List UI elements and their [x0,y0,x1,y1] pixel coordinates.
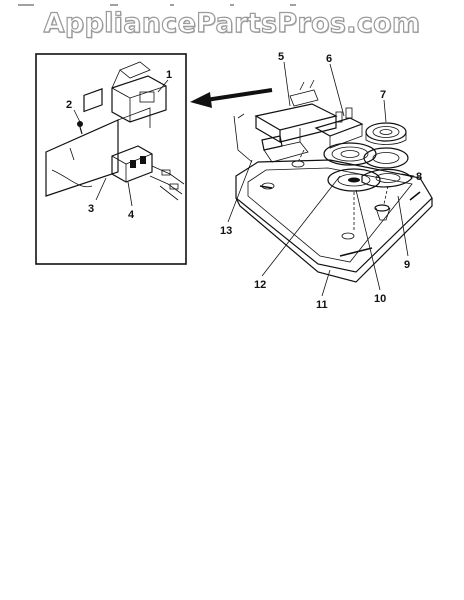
callout-labels: 1 2 3 4 5 6 7 8 9 10 11 12 13 [66,51,422,311]
drip-pan-10 [327,168,381,192]
callout-11: 11 [316,299,328,311]
detail-arrow [190,88,273,108]
callout-5: 5 [278,51,284,63]
terminal-block-13 [233,113,283,163]
inset-part-1-switch [111,61,167,123]
callout-9: 9 [404,259,410,271]
callout-10: 10 [374,293,386,305]
callout-12: 12 [254,279,266,291]
callout-13: 13 [220,225,232,237]
detail-inset-box [35,53,187,265]
callout-8: 8 [416,171,422,183]
burner-receptacles [261,160,391,240]
callout-7: 7 [380,89,386,101]
cooktop-frame-11 [235,159,433,283]
leader-lines [73,61,415,297]
burner-element-7 [365,122,407,145]
callout-1: 1 [166,69,172,81]
burner-element-8 [361,147,413,188]
inset-wire-leads [149,165,185,201]
callout-6: 6 [326,53,332,65]
dashed-guide-lines [297,149,389,232]
watermark: AppliancePartsPros.com [43,7,421,39]
switch-bank-6 [314,107,364,149]
callout-3: 3 [88,203,94,215]
inset-switch-bracket [45,88,151,197]
burner-element-large [323,142,377,166]
inset-part-2-screw [77,121,83,135]
inset-part-4-block [111,145,153,183]
callout-4: 4 [128,209,135,221]
callout-2: 2 [66,99,72,111]
